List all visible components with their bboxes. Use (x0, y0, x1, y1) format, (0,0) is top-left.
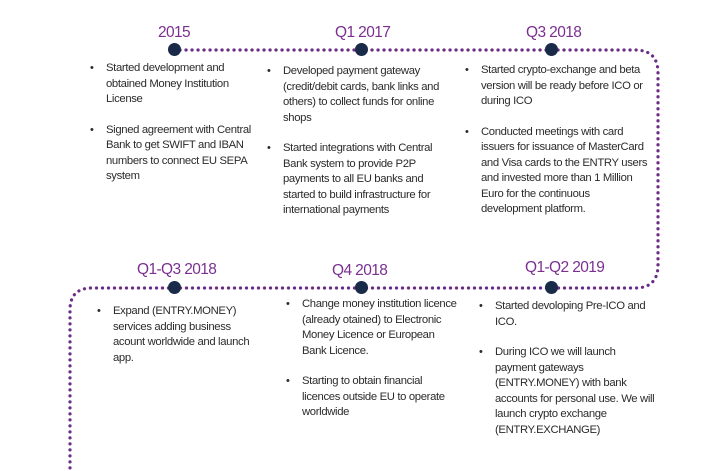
milestone-item-text: Started development and obtained Money I… (106, 62, 229, 105)
milestone-dot (355, 281, 368, 294)
milestone-dot (168, 43, 181, 56)
milestone-label-q4-2018: Q4 2018 (332, 262, 388, 279)
milestone-item: •Change money institution licence (alrea… (286, 298, 457, 357)
milestone-item-text: Conducted meetings with card issuers for… (481, 125, 648, 216)
milestone-q1-q3-2018-items: •Expand (ENTRY.MONEY) services adding bu… (95, 304, 257, 381)
milestone-2015-items: •Started development and obtained Money … (88, 61, 256, 200)
milestone-item: •Developed payment gateway (credit/debit… (267, 65, 440, 124)
milestone-item-text: Started crypto-exchange and beta version… (481, 64, 643, 107)
milestone-item-text: Signed agreement with Central Bank to ge… (106, 123, 251, 183)
milestone-item: •Started devoloping Pre-ICO and ICO. (479, 300, 646, 328)
milestone-item: •Conducted meetings with card issuers fo… (465, 125, 648, 216)
milestone-item-text: Starting to obtain financial licences ou… (302, 375, 445, 418)
milestone-dot (545, 43, 558, 56)
milestone-q1-q2-2019-items: •Started devoloping Pre-ICO and ICO. •Du… (477, 299, 657, 453)
milestone-item: •Signed agreement with Central Bank to g… (90, 123, 251, 183)
milestone-label-q1-q2-2019: Q1-Q2 2019 (525, 259, 605, 276)
milestone-item-text: Expand (ENTRY.MONEY) services adding bus… (113, 305, 250, 364)
milestone-item: •During ICO we will launch payment gatew… (479, 346, 655, 436)
milestone-item: •Started development and obtained Money … (90, 62, 229, 105)
milestone-dot (168, 281, 181, 294)
milestone-item-text: Developed payment gateway (credit/debit … (283, 65, 440, 124)
milestone-dot (355, 43, 368, 56)
milestone-item: •Starting to obtain financial licences o… (286, 375, 445, 418)
milestone-q3-2018-items: •Started crypto-exchange and beta versio… (463, 63, 653, 233)
milestone-item: •Expand (ENTRY.MONEY) services adding bu… (97, 305, 250, 364)
milestone-item-text: Started integrations with Central Bank s… (283, 142, 433, 216)
milestone-q1-2017-items: •Developed payment gateway (credit/debit… (265, 64, 440, 234)
milestone-label-q1-2017: Q1 2017 (335, 24, 391, 41)
milestone-item: •Started crypto-exchange and beta versio… (465, 64, 643, 107)
milestone-q4-2018-items: •Change money institution licence (alrea… (284, 297, 459, 436)
milestone-item-text: Change money institution licence (alread… (302, 298, 457, 357)
milestone-item-text: Started devoloping Pre-ICO and ICO. (495, 300, 646, 328)
milestone-label-q3-2018: Q3 2018 (526, 24, 582, 41)
milestone-item: •Started integrations with Central Bank … (267, 142, 433, 216)
milestone-label-q1-q3-2018: Q1-Q3 2018 (137, 261, 217, 278)
milestone-dot (545, 281, 558, 294)
milestone-label-2015: 2015 (158, 24, 191, 41)
milestone-item-text: During ICO we will launch payment gatewa… (495, 346, 655, 436)
